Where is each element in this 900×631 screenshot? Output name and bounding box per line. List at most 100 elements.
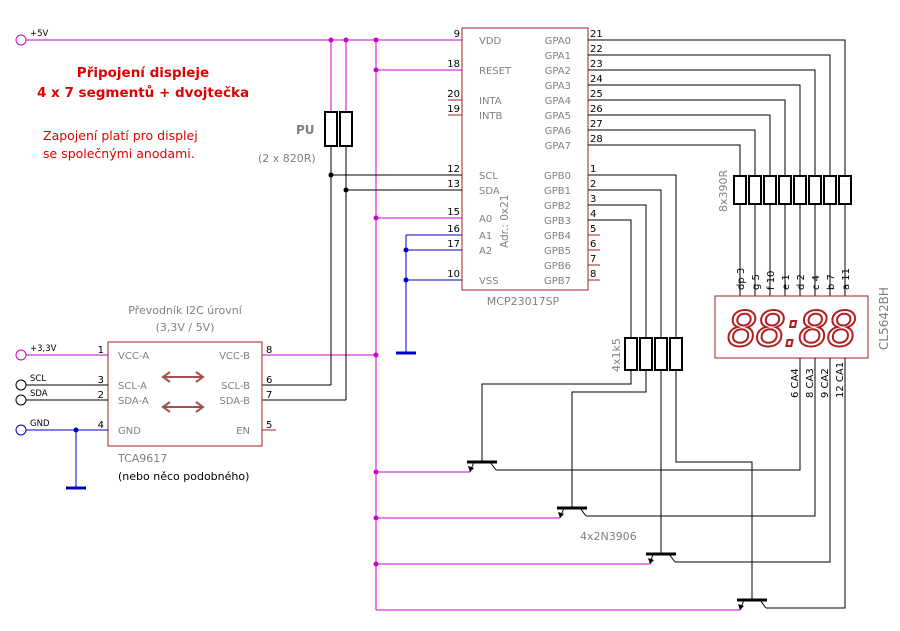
tca-left-pin-num: 3	[98, 375, 104, 386]
tca-right-pin-name: EN	[236, 426, 250, 437]
mcp-left-pin-name: INTB	[479, 111, 503, 122]
tca-heading: Převodník I2C úrovní	[128, 304, 242, 317]
mcp-right-pin-num: 6	[590, 239, 596, 250]
mcp-right-pin-num: 7	[590, 254, 596, 265]
mcp-right-pin-num: 2	[590, 179, 596, 190]
mcp-right-pin-name: GPB3	[544, 216, 571, 227]
mcp-left-pin-num: 18	[447, 59, 460, 70]
display-common-pin-label: 6 CA4	[790, 368, 801, 398]
mcp-left-pin-num: 20	[447, 89, 460, 100]
mcp-right-pin-name: GPB0	[544, 171, 571, 182]
mcp-right-pin-num: 5	[590, 224, 596, 235]
vcc33-label: +3,3V	[30, 344, 57, 354]
base-resistors: 4x1k5	[481, 337, 753, 596]
pullup-label: PU	[296, 123, 315, 137]
mcp-left-pin-name: A1	[479, 231, 492, 242]
mcp-right-pin-name: GPB2	[544, 201, 571, 212]
display-common-pin-label: 12 CA1	[835, 362, 846, 398]
mcp-left-pin-name: A0	[479, 214, 492, 225]
display-digits: 88:88	[727, 302, 856, 358]
mcp-right-pin-name: GPA7	[545, 141, 571, 152]
display-segment-pin-label: a 11	[841, 268, 852, 290]
mcp-right-pin-name: GPB4	[544, 231, 571, 242]
mcp-left-pin-name: SDA	[479, 186, 500, 197]
mcp-left-pin-name: VSS	[479, 276, 499, 287]
tca-right-pin-name: VCC-B	[219, 351, 250, 362]
display-segment-pin-label: e 1	[781, 274, 792, 290]
note-line2: se společnými anodami.	[43, 146, 195, 161]
sda-label: SDA	[30, 389, 48, 399]
display-segment-pin-label: d 2	[796, 274, 807, 290]
mcp-left-pin-num: 17	[447, 239, 460, 250]
transistor-4	[737, 358, 846, 611]
mcp-right-pin-num: 23	[590, 59, 603, 70]
tca-name: TCA9617	[117, 452, 167, 465]
transistor-3	[646, 358, 831, 565]
vcc33-terminal	[15, 349, 27, 361]
display-common-pin-label: 9 CA2	[820, 368, 831, 398]
mcp-left-pin-name: INTA	[479, 96, 502, 107]
display-segment-pin-label: c 4	[811, 275, 822, 290]
tca-range: (3,3V / 5V)	[156, 321, 215, 334]
transistors: 4x2N3906	[467, 358, 846, 611]
mcp-right-pin-num: 26	[590, 104, 603, 115]
tca-left-pin-name: SDA-A	[118, 396, 149, 407]
scl-label: SCL	[30, 374, 46, 384]
tca-right-pin-num: 6	[266, 375, 272, 386]
tca-right-pin-num: 8	[266, 345, 272, 356]
base-resistors-label: 4x1k5	[610, 338, 623, 372]
tca-right-pin-num: 7	[266, 390, 272, 401]
tca-right-pin-name: SDA-B	[219, 396, 250, 407]
vcc5-label: +5V	[30, 29, 49, 39]
mcp-right-pin-name: GPA4	[545, 96, 571, 107]
mcp-right-pin-num: 3	[590, 194, 596, 205]
mcp-name: MCP23017SP	[487, 295, 560, 308]
display-segment-pin-label: g 5	[751, 274, 762, 290]
mcp-right-pin-name: GPA3	[545, 81, 571, 92]
pullup-resistor-scl	[324, 111, 338, 147]
tca-left-pin-num: 2	[98, 390, 104, 401]
mcp-left-pin-num: 10	[447, 269, 460, 280]
mcp-left-pin-name: RESET	[479, 66, 512, 77]
port-b-wiring	[588, 174, 677, 338]
mcp-right-pin-num: 24	[590, 74, 603, 85]
transistor-2	[557, 358, 816, 519]
mcp-right-pin-num: 8	[590, 269, 596, 280]
mcp-right-pin-name: GPB6	[544, 261, 571, 272]
mcp-left-pin-num: 13	[447, 179, 460, 190]
sda-terminal	[15, 394, 27, 406]
segment-resistors-label: 8x390R	[717, 169, 730, 212]
mcp-right-pin-name: GPA2	[545, 66, 571, 77]
i2c-bus	[262, 146, 462, 401]
tca-right-pin-name: SCL-B	[221, 381, 250, 392]
mcp-right-pin-num: 22	[590, 44, 603, 55]
tca-left-pin-num: 4	[98, 420, 104, 431]
tca-left-pin-name: VCC-A	[118, 351, 149, 362]
mcp-right-pin-num: 28	[590, 134, 603, 145]
mcp23017-chip: MCP23017SP Adr.: 0x21	[461, 27, 589, 308]
tca-left-pin-num: 1	[98, 345, 104, 356]
mcp-right-pin-name: GPA6	[545, 126, 571, 137]
mcp-address: Adr.: 0x21	[499, 195, 511, 248]
note-line1: Zapojení platí pro displej	[43, 128, 198, 143]
mcp-left-pin-num: 15	[447, 207, 460, 218]
tca-left-pin-name: GND	[118, 426, 141, 437]
transistors-label: 4x2N3906	[580, 530, 637, 543]
mcp-left-pin-name: SCL	[479, 171, 498, 182]
pullup-resistor-sda	[339, 111, 353, 147]
mcp-right-pin-num: 25	[590, 89, 603, 100]
port-a-wiring	[588, 39, 846, 176]
title-line2: 4 x 7 segmentů + dvojtečka	[37, 84, 249, 101]
mcp-right-pin-num: 27	[590, 119, 603, 130]
mcp-right-pin-name: GPB5	[544, 246, 571, 257]
display-segment-pin-label: f 10	[766, 271, 777, 290]
mcp-left-pin-num: 19	[447, 104, 460, 115]
mcp-right-pin-num: 21	[590, 29, 603, 40]
transistor-1	[467, 358, 801, 473]
mcp-left-pin-num: 16	[447, 224, 460, 235]
tca-left-pin-name: SCL-A	[118, 381, 147, 392]
mcp-right-pin-num: 1	[590, 164, 596, 175]
